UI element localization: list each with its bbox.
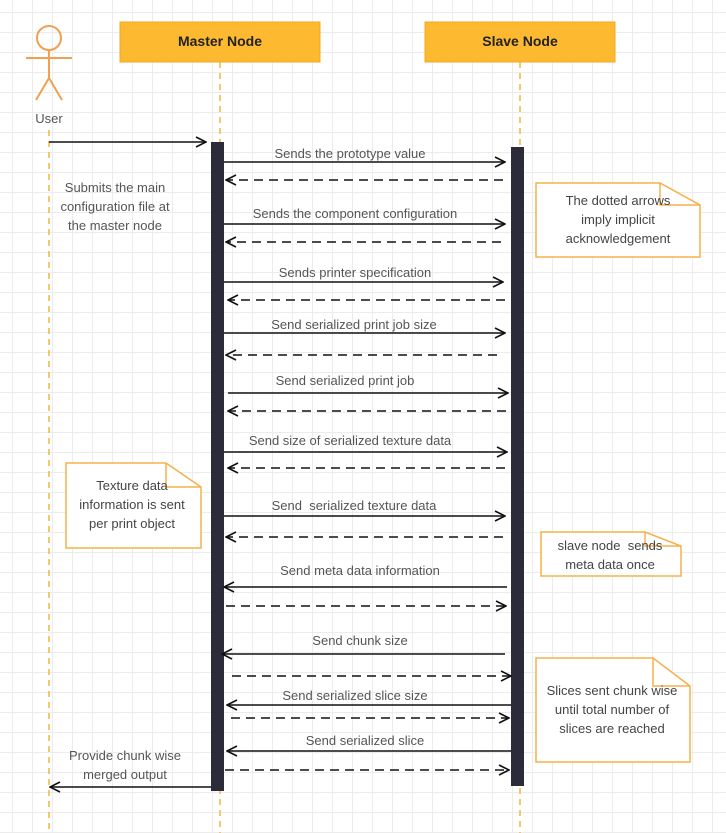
msg-print-job-label: Send serialized print job: [276, 373, 415, 388]
user-label: User: [35, 111, 63, 126]
msg-print-job-size-label: Send serialized print job size: [271, 317, 436, 332]
note-dotted-arrows: The dotted arrows imply implicit acknowl…: [535, 182, 701, 258]
note-slices-line-3: slices are reached: [559, 721, 665, 736]
note-texture-line-3: per print object: [89, 516, 175, 531]
msg-meta-data-label: Send meta data information: [280, 563, 440, 578]
note-dotted-line-1: The dotted arrows: [566, 193, 671, 208]
output-label-line-1: Provide chunk wise: [69, 748, 181, 763]
msg-slice-size-label: Send serialized slice size: [282, 688, 427, 703]
note-slices: Slices sent chunk wise until total numbe…: [535, 657, 691, 763]
slave-node-title: Slave Node: [482, 33, 558, 49]
note-texture-line-2: information is sent: [79, 497, 185, 512]
note-texture: Texture data information is sent per pri…: [65, 462, 202, 549]
msg-texture-size-label: Send size of serialized texture data: [249, 433, 452, 448]
note-texture-line-1: Texture data: [96, 478, 168, 493]
note-meta-line-2: meta data once: [565, 557, 655, 572]
output-label-line-2: merged output: [83, 767, 167, 782]
note-meta-line-1: slave node sends: [558, 538, 663, 553]
note-slices-line-2: until total number of: [555, 702, 670, 717]
msg-slice-label: Send serialized slice: [306, 733, 425, 748]
msg-component-config-label: Sends the component configuration: [253, 206, 458, 221]
user-submit-line-3: the master node: [68, 218, 162, 233]
msg-prototype-label: Sends the prototype value: [274, 146, 425, 161]
user-submit-line-1: Submits the main: [65, 180, 165, 195]
note-dotted-line-3: acknowledgement: [566, 231, 671, 246]
msg-printer-spec-label: Sends printer specification: [279, 265, 431, 280]
msg-texture-data-label: Send serialized texture data: [272, 498, 438, 513]
user-actor-icon: [26, 25, 72, 101]
master-node-header: Master Node: [119, 21, 321, 63]
master-activation-bar: [211, 142, 224, 791]
user-submit-line-2: configuration file at: [60, 199, 170, 214]
note-meta-data: slave node sends meta data once: [540, 531, 682, 577]
note-slices-line-1: Slices sent chunk wise: [547, 683, 678, 698]
slave-activation-bar: [511, 147, 524, 786]
master-node-title: Master Node: [178, 33, 262, 49]
slave-node-header: Slave Node: [424, 21, 616, 63]
msg-chunk-size-label: Send chunk size: [312, 633, 407, 648]
note-dotted-line-2: imply implicit: [581, 212, 655, 227]
